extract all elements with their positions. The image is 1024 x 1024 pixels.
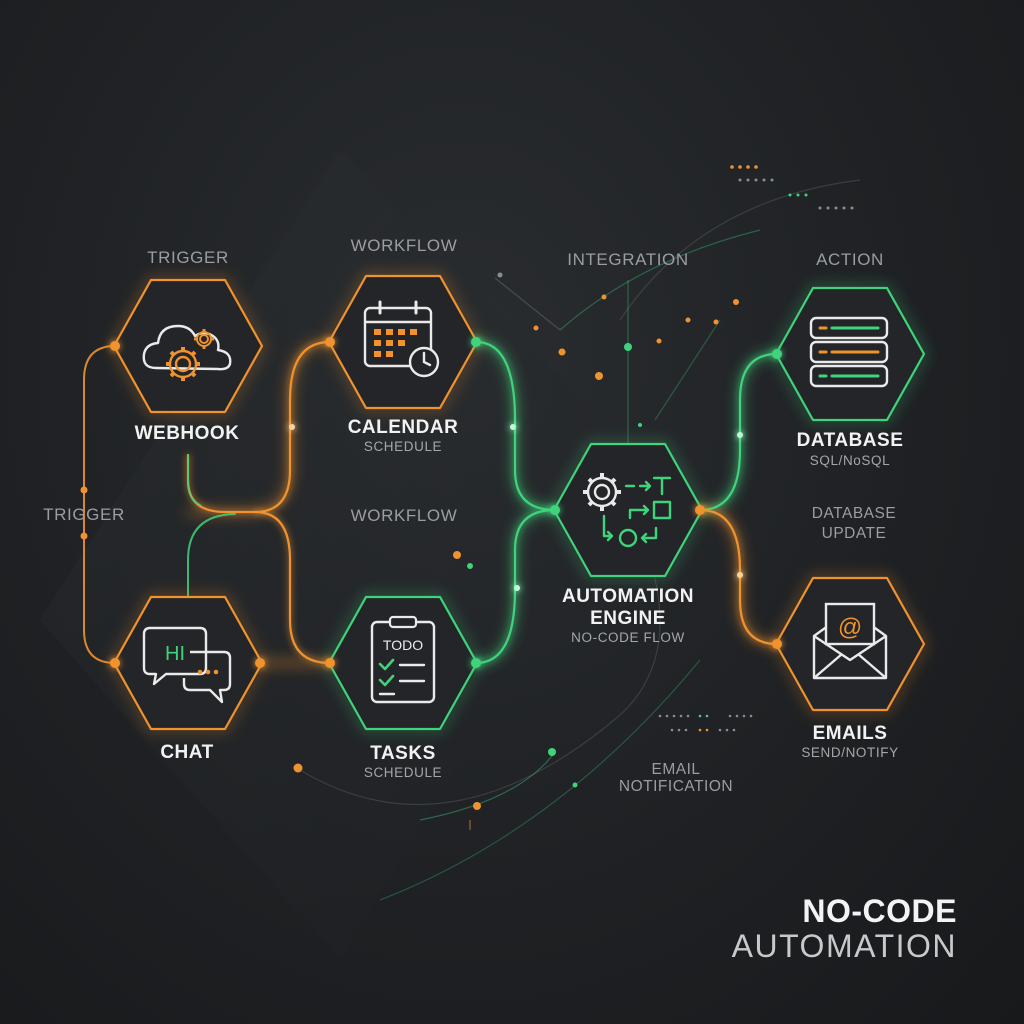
calendar-clock-icon [363,300,440,378]
clipboard-text: TODO [383,637,423,653]
chat-node-title: CHAT [160,742,214,763]
cloud-gears-icon [142,324,232,381]
envelope-at-icon: @ [812,602,888,680]
particles [80,272,739,810]
note-email-notification-line2: NOTIFICATION [618,778,734,795]
stage-label-action: ACTION [816,250,884,269]
gear-flow-icon [583,473,672,548]
envelope-at-symbol: @ [838,614,862,641]
todo-clipboard-icon: TODO [370,615,436,704]
connector-engine-emails [698,508,779,646]
webhook-node-title: WEBHOOK [134,423,240,444]
decor-lines [299,179,861,901]
engine-node-title-line1: AUTOMATION [561,586,695,607]
connector-webhook-green [187,454,201,506]
calendar-node-subtitle: SCHEDULE [363,439,443,454]
stage-label-trigger-side: TRIGGER [43,505,125,524]
stage-label-integration: INTEGRATION [567,250,689,269]
connector-split-to-tasks [253,510,332,665]
engine-node-title-line2: ENGINE [590,608,666,629]
sparkles [289,424,743,591]
chat-bubble-text: HI [165,643,185,665]
stage-label-workflow: WORKFLOW [350,236,458,255]
note-email-notification-line1: EMAIL [651,761,701,778]
webhook-node[interactable] [112,278,264,414]
stage-label-trigger: TRIGGER [147,248,229,267]
calendar-node-title: CALENDAR [347,417,459,438]
emails-node-subtitle: SEND/NOTIFY [801,745,899,760]
decor-dots [658,165,854,732]
connector-webhook-trigger [83,345,116,664]
connection-dots [110,337,782,668]
tasks-node-title: TASKS [370,743,436,764]
connector-chat-green [187,513,236,601]
brand-title: NO-CODE [802,893,957,929]
background-diamond [40,150,640,960]
tasks-node-subtitle: SCHEDULE [363,765,443,780]
connector-engine-database [698,352,779,512]
stage-label-workflow-mid: WORKFLOW [350,506,458,525]
connector-calendar-engine [474,340,557,512]
chat-bubbles-icon: HI [142,626,232,704]
brand-subtitle: AUTOMATION [731,928,957,964]
note-database-update-line2: UPDATE [821,525,887,542]
database-node-title: DATABASE [796,430,904,451]
emails-node-title: EMAILS [812,723,888,744]
engine-node-subtitle: NO-CODE FLOW [571,630,685,645]
note-database-update-line1: DATABASE [811,505,897,522]
server-stack-icon [809,316,889,388]
database-node-subtitle: SQL/NoSQL [809,453,891,468]
